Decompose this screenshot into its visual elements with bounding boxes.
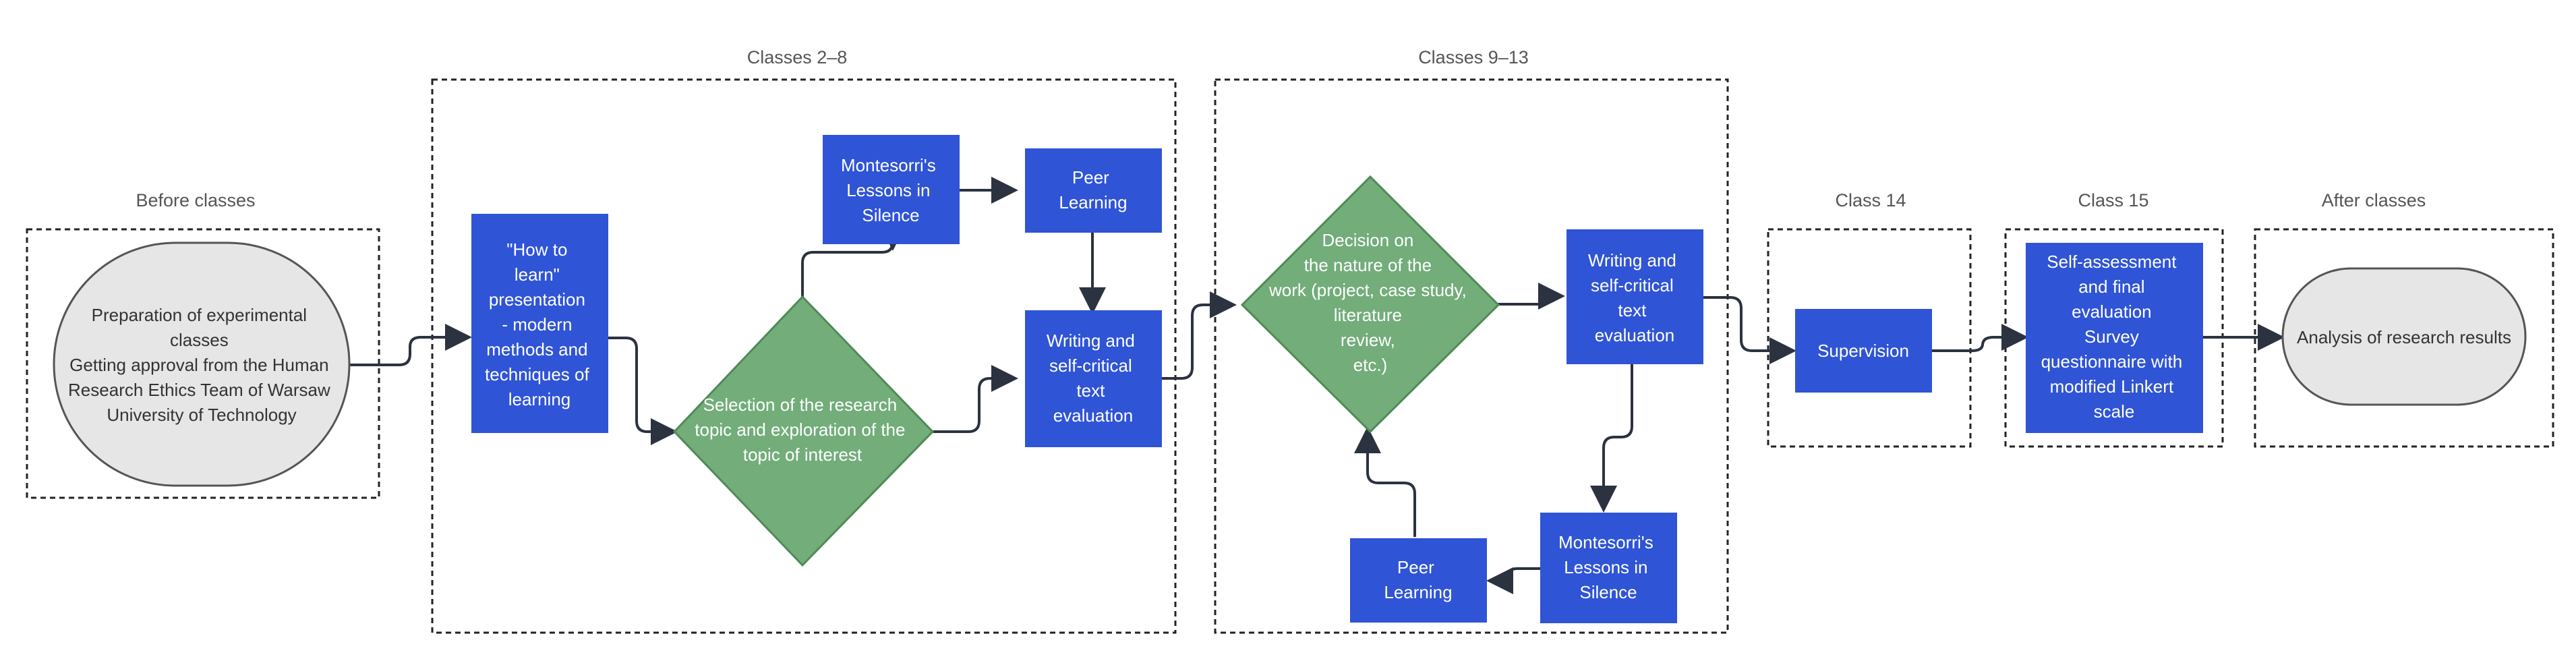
connector-decision-to-writing2 (1497, 283, 1565, 310)
node-preparation-text: Preparation of experimental classes Gett… (68, 305, 335, 425)
frame-label-class-14: Class 14 (1835, 190, 1906, 210)
connector-supervision-to-selfassessment (1931, 324, 2028, 352)
node-writing-evaluation-1: Writing and self-critical text evaluatio… (1025, 310, 1162, 447)
node-writing-evaluation-2: Writing and self-critical text evaluatio… (1567, 229, 1703, 364)
frame-label-classes-9-13: Classes 9–13 (1418, 47, 1529, 67)
node-decision-text: Decision on the nature of the work (proj… (1268, 230, 1471, 375)
node-peer-1-text: Peer Learning (1059, 167, 1127, 212)
node-analysis: Analysis of research results (2281, 267, 2527, 406)
node-writing-2-text: Writing and self-critical text evaluatio… (1588, 250, 1681, 345)
node-how-to-learn: "How to learn" presentation - modern met… (471, 214, 608, 433)
node-peer-learning-1: Peer Learning (1025, 148, 1162, 233)
node-preparation: Preparation of experimental classes Gett… (53, 241, 351, 487)
node-selection-decision: Selection of the research topic and expl… (672, 295, 935, 567)
connector-howto-to-selection (608, 337, 678, 445)
node-montessori-2-text: Montesorri's Lessons in Silence (1558, 532, 1658, 602)
connectors (349, 177, 2285, 594)
node-writing-1-text: Writing and self-critical text evaluatio… (1047, 330, 1140, 426)
node-how-to-learn-text: "How to learn" presentation - modern met… (485, 239, 594, 409)
node-montessori-1-text: Montesorri's Lessons in Silence (841, 155, 941, 225)
node-montessori-lessons-2: Montesorri's Lessons in Silence (1540, 513, 1677, 623)
frame-class-14: Class 14 (1767, 190, 1972, 448)
node-self-assessment-text: Self-assessment and final evaluation Sur… (2041, 252, 2188, 422)
node-self-assessment: Self-assessment and final evaluation Sur… (2026, 243, 2203, 433)
connector-selection-to-montessori (801, 224, 906, 297)
frame-label-classes-2-8: Classes 2–8 (747, 47, 848, 67)
connector-writing2-to-supervision (1700, 296, 1796, 364)
frame-classes-9-13: Classes 9–13 (1214, 47, 1729, 634)
node-peer-learning-2: Peer Learning (1350, 538, 1487, 623)
connector-peer2-to-decision (1354, 426, 1416, 537)
connector-writing2-to-montessori2 (1590, 364, 1633, 513)
node-montessori-lessons-1: Montesorri's Lessons in Silence (823, 135, 960, 244)
node-decision-nature-of-work: Decision on the nature of the work (proj… (1240, 175, 1500, 434)
connector-writing-to-decision (1162, 291, 1237, 380)
connector-montessori2-to-peer2 (1486, 567, 1540, 594)
node-selection-text: Selection of the research topic and expl… (695, 395, 910, 465)
frame-classes-2-8: Classes 2–8 (431, 47, 1177, 634)
frame-label-before: Before classes (136, 190, 255, 210)
frame-label-class-15: Class 15 (2078, 190, 2148, 210)
connector-prep-to-howto (349, 324, 472, 366)
node-supervision: Supervision (1795, 309, 1932, 393)
node-analysis-text: Analysis of research results (2297, 327, 2511, 347)
connector-selection-to-writing (933, 365, 1018, 433)
node-supervision-text: Supervision (1817, 341, 1909, 361)
frame-label-after: After classes (2322, 190, 2426, 210)
node-peer-2-text: Peer Learning (1384, 557, 1452, 602)
frame-after-classes: After classes (2254, 190, 2554, 448)
